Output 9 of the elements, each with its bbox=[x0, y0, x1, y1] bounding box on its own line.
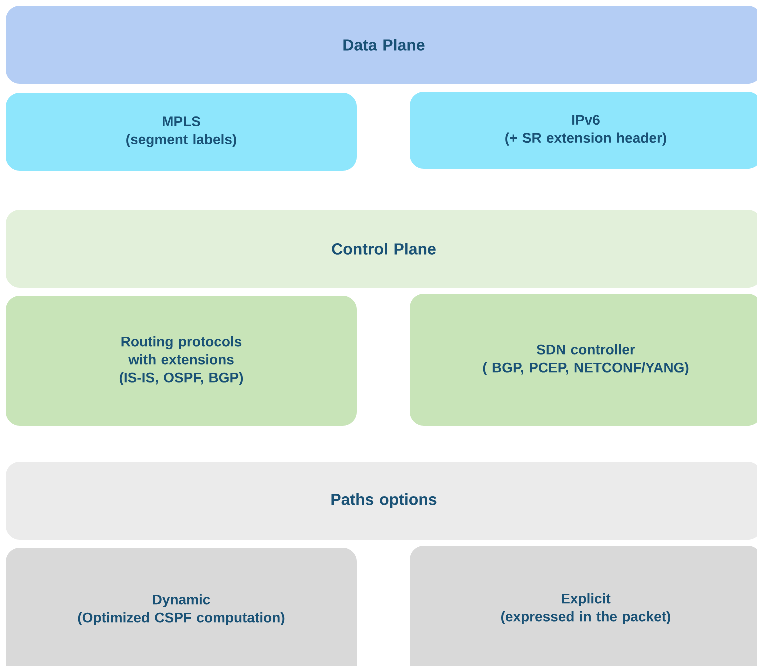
component-box: MPLS (segment labels) bbox=[6, 93, 357, 171]
layer-header-box: Data Plane bbox=[6, 6, 757, 84]
layer-header-box: Paths options bbox=[6, 462, 757, 540]
component-box: SDN controller ( BGP, PCEP, NETCONF/YANG) bbox=[410, 294, 757, 426]
layer-header-box: Control Plane bbox=[6, 210, 757, 288]
component-box: Dynamic (Optimized CSPF computation) bbox=[6, 548, 357, 666]
component-box: IPv6 (+ SR extension header) bbox=[410, 92, 757, 169]
component-box: Routing protocols with extensions (IS-IS, OSPF, BGP) bbox=[6, 296, 357, 426]
component-box: Explicit (expressed in the packet) bbox=[410, 546, 757, 666]
